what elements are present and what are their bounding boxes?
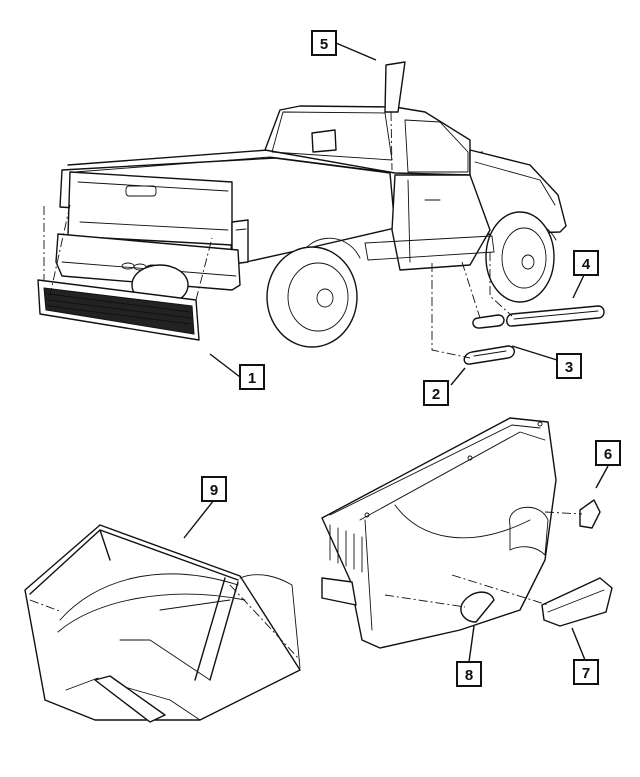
callout-3: 3 — [556, 353, 582, 379]
windshield-illustration — [24, 524, 301, 723]
pickup-truck-illustration — [55, 105, 567, 348]
callout-9-label: 9 — [210, 482, 218, 499]
rear-fender-illustration — [321, 417, 557, 649]
part-fender-moldings — [384, 499, 613, 627]
callout-8: 8 — [456, 661, 482, 687]
callout-1: 1 — [239, 364, 265, 390]
callout-2: 2 — [423, 380, 449, 406]
callout-6-label: 6 — [604, 446, 612, 463]
callout-3-label: 3 — [565, 359, 573, 376]
callout-7: 7 — [573, 659, 599, 685]
callout-4-label: 4 — [582, 256, 591, 273]
callout-8-label: 8 — [465, 667, 473, 684]
part-rocker-moldings — [431, 252, 605, 365]
callout-4: 4 — [573, 250, 599, 276]
part-tailgate-applique — [37, 204, 213, 341]
callout-leaders — [183, 42, 609, 663]
callout-5: 5 — [311, 30, 337, 56]
callout-5-label: 5 — [320, 36, 328, 53]
callout-2-label: 2 — [432, 386, 440, 403]
part-pillar-molding — [384, 61, 406, 171]
callout-1-label: 1 — [248, 370, 256, 387]
callout-6: 6 — [595, 440, 621, 466]
callout-7-label: 7 — [582, 665, 590, 682]
callout-9: 9 — [201, 476, 227, 502]
